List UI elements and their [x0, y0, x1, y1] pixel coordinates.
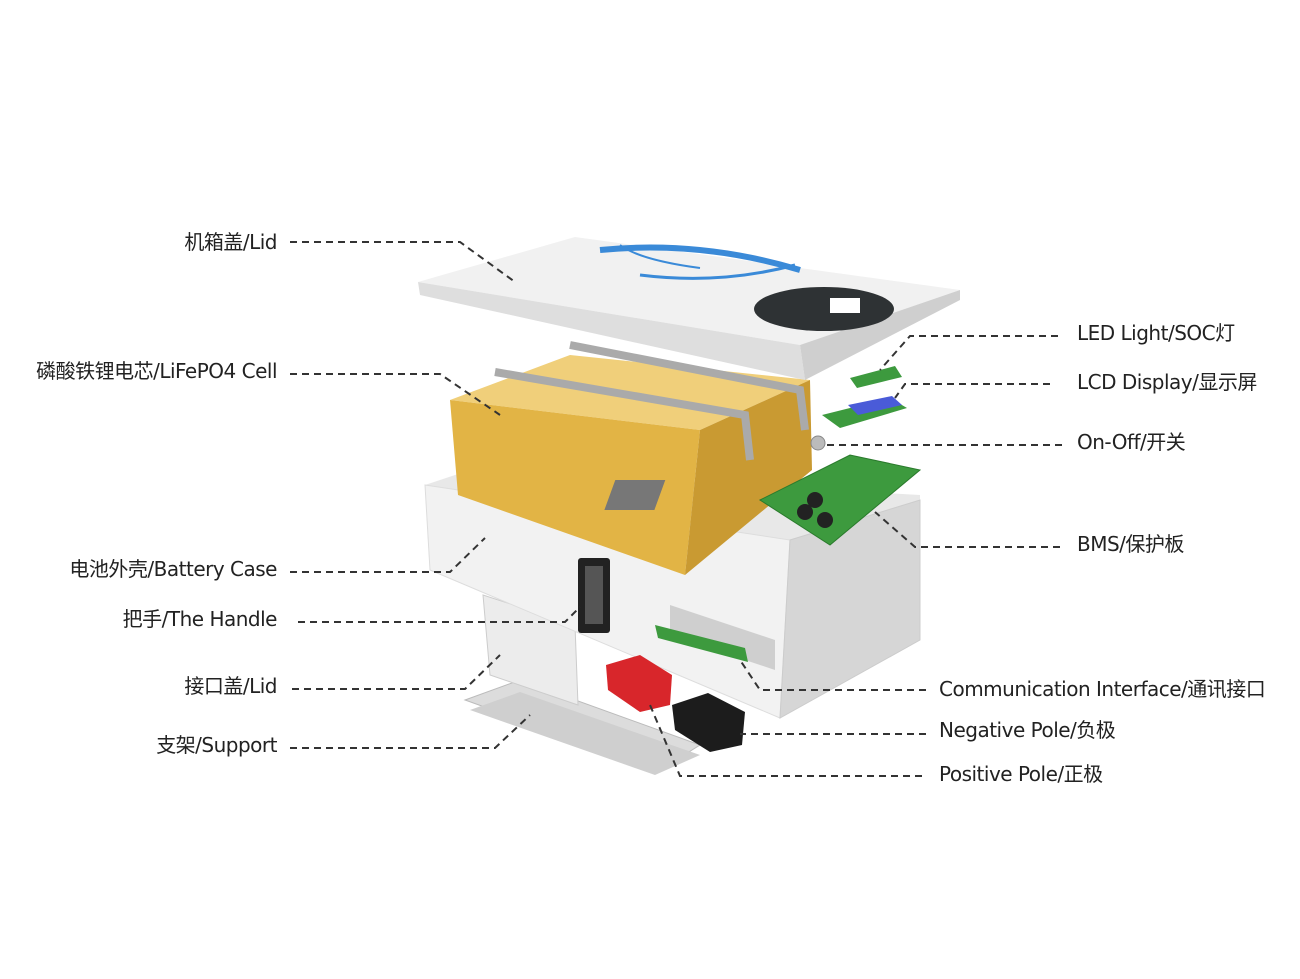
comm-board — [655, 625, 748, 662]
label-on-off: On-Off/开关 — [1077, 430, 1186, 454]
negative-pole-terminal — [672, 693, 745, 752]
bms-board — [604, 454, 922, 546]
lifepo4-cell-block — [450, 341, 812, 575]
label-lcd-display: LCD Display/显示屏 — [1077, 370, 1257, 394]
lid-plate — [418, 237, 960, 380]
on-off-switch-shape — [810, 435, 826, 451]
leader-lines — [290, 241, 1062, 777]
label-port-lid: 接口盖/Lid — [184, 674, 277, 698]
label-negative-pole: Negative Pole/负极 — [939, 718, 1116, 742]
positive-pole-terminal — [606, 655, 672, 712]
led-board — [850, 366, 902, 388]
label-positive-pole: Positive Pole/正极 — [939, 762, 1103, 786]
label-led-light: LED Light/SOC灯 — [1077, 321, 1235, 345]
label-handle: 把手/The Handle — [122, 607, 278, 631]
lcd-board — [822, 396, 907, 428]
label-lifepo4-cell: 磷酸铁锂电芯/LiFePO4 Cell — [36, 359, 277, 383]
label-bms: BMS/保护板 — [1077, 532, 1184, 556]
label-battery-case: 电池外壳/Battery Case — [69, 557, 277, 581]
label-lid: 机箱盖/Lid — [184, 230, 277, 254]
label-support: 支架/Support — [156, 733, 277, 757]
label-communication-interface: Communication Interface/通讯接口 — [939, 677, 1266, 701]
